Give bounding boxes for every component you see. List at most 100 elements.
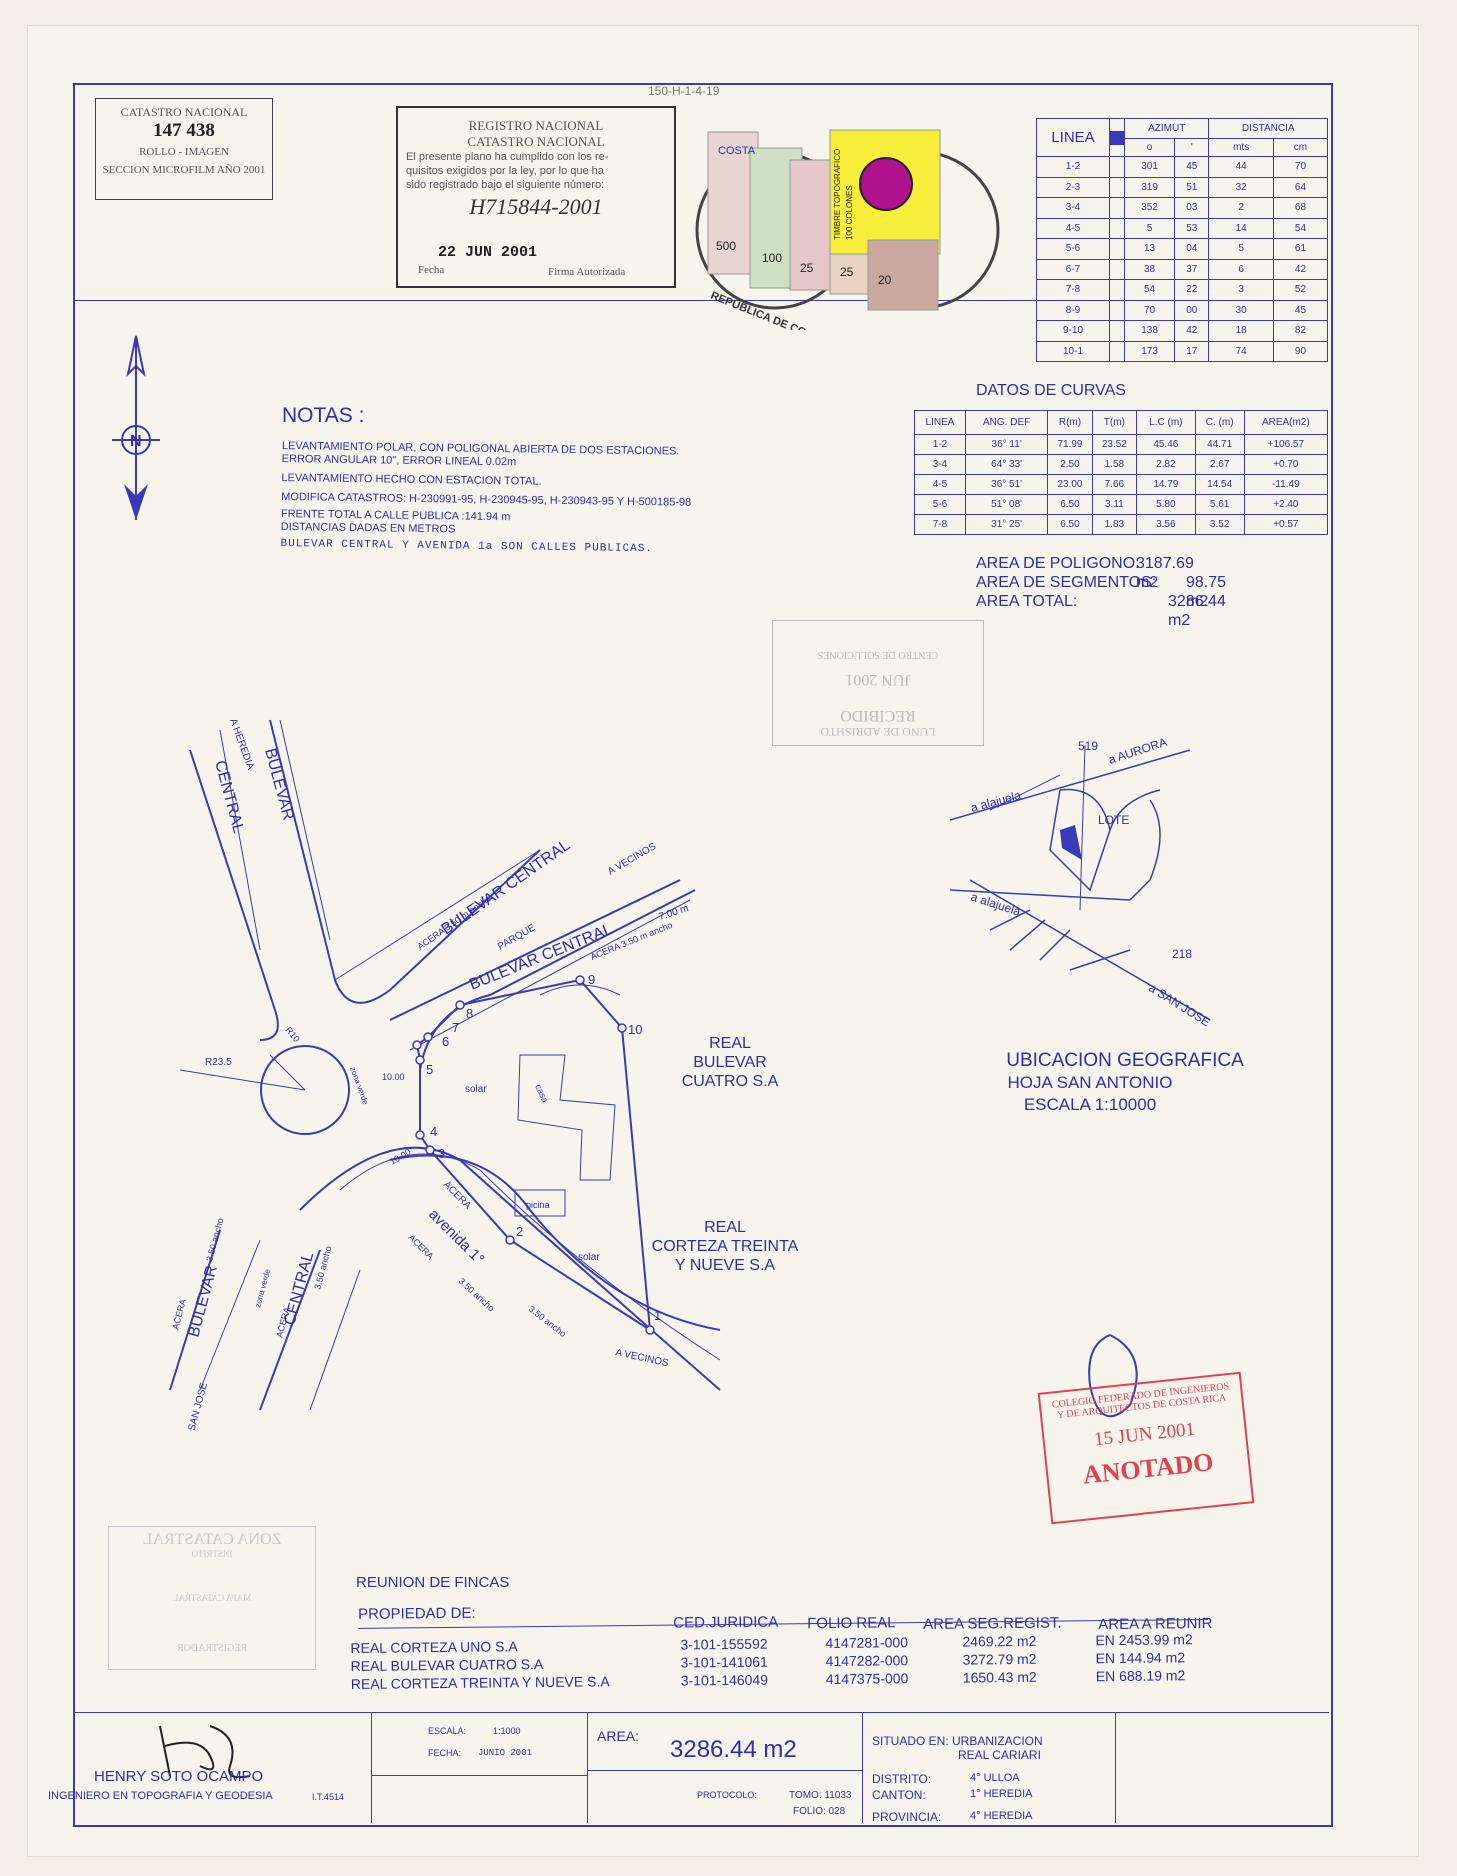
- azimut-cell: 32: [1208, 176, 1274, 198]
- reunion-cell-ced: 3-101-141061: [680, 1653, 768, 1671]
- road-label: 3.50 ancho: [457, 1276, 497, 1313]
- registro-text-line: quisitos exigidos por la ley, por lo que…: [406, 165, 604, 177]
- azimut-cell: 52: [1272, 279, 1329, 301]
- curvas-header: T(m): [1091, 410, 1138, 435]
- faint-stamp-line: JUN 2001: [845, 671, 911, 688]
- curvas-cell: 3.56: [1136, 514, 1196, 535]
- provincia-value: 4° HEREDIA: [970, 1810, 1033, 1822]
- areas-block: AREA DE POLIGONO:3187.69 m2 AREA DE SEGM…: [976, 554, 1226, 629]
- faint-stamp-line: CENTRO DE SOLUCIONES: [817, 649, 939, 660]
- radius-label: R23.5: [205, 1057, 232, 1068]
- roundabout: [260, 1045, 350, 1135]
- zona-catastral-stamp: ZONA CATASTRAL DISTRITO MAPA CATASTRAL R…: [108, 1526, 316, 1670]
- azimut-cell: 70: [1272, 156, 1329, 178]
- reunion-cell-folio: 4147281-000: [825, 1634, 909, 1652]
- azimut-cell: 10-1: [1036, 340, 1110, 362]
- pool-outline: [514, 1189, 566, 1217]
- reunion-cell-propiedad: REAL CORTEZA UNO S.A: [350, 1638, 518, 1656]
- curvas-cell: 5.80: [1136, 494, 1196, 515]
- curvas-cell: 14.54: [1194, 474, 1245, 495]
- catastro-stamp: CATASTRO NACIONAL 147 438 ROLLO - IMAGEN…: [95, 98, 273, 200]
- curvas-title: DATOS DE CURVAS: [976, 382, 1126, 399]
- point-label: 1: [654, 1308, 661, 1323]
- site-plan: 1 2 3 4 5 6 7 8 9 10 A HEREDIA BULEVAR C…: [169, 717, 721, 1430]
- azimut-cell: 42: [1272, 258, 1329, 280]
- map-label: a alajuela: [969, 788, 1023, 815]
- curvas-cell: +0.70: [1243, 454, 1329, 475]
- reunion-header: CED.JURIDICA: [673, 1613, 779, 1632]
- azimut-cell: 319: [1123, 176, 1176, 198]
- signature-loop: [1088, 1334, 1138, 1418]
- curvas-cell: 3.52: [1194, 514, 1245, 535]
- situado-label: SITUADO EN: URBANIZACION: [872, 1734, 1043, 1748]
- location-map: 519 a AURORA a alajuela LOTE a alajuela …: [950, 735, 1213, 1029]
- azimut-cell: 74: [1208, 340, 1274, 362]
- curvas-header: ANG. DEF: [964, 410, 1049, 435]
- azimut-header-cm: cm: [1272, 138, 1329, 157]
- registro-number: H715844-2001: [469, 194, 603, 219]
- stamp-value: 20: [878, 273, 892, 287]
- curvas-cell: 1.58: [1091, 454, 1138, 475]
- azimut-cell: 70: [1123, 299, 1176, 321]
- azimut-cell: 3: [1208, 279, 1274, 301]
- azimut-cell: 5-6: [1036, 238, 1110, 260]
- registro-title1: REGISTRO NACIONAL: [468, 118, 604, 133]
- drawing-frame: [73, 83, 1333, 1827]
- road-label: ACERA: [441, 1179, 473, 1211]
- area-label: casa: [533, 1083, 550, 1104]
- zona-title: ZONA CATASTRAL: [142, 1531, 282, 1548]
- road-label: A VECINOS: [614, 1347, 669, 1369]
- curvas-cell: 3-4: [914, 454, 966, 475]
- curvas-cell: 45.46: [1136, 434, 1196, 455]
- engineer-code: I.T.4514: [312, 1792, 345, 1802]
- azimut-cell: 173: [1123, 340, 1176, 362]
- reunion-cell-area-seg: 2469.22 m2: [962, 1632, 1037, 1650]
- azimut-header-deg: o: [1123, 138, 1176, 157]
- reunion-cell-area-seg: 1650.43 m2: [962, 1668, 1037, 1686]
- zona-sub2: MAPA CATASTRAL: [172, 1593, 252, 1603]
- azimut-cell-blank: [1109, 279, 1125, 301]
- azimut-cell-blank: [1109, 238, 1125, 260]
- azimut-cell: 14: [1208, 217, 1274, 239]
- reunion-header: PROPIEDAD DE:: [357, 1604, 476, 1623]
- distrito-label: DISTRITO:: [872, 1772, 932, 1786]
- azimut-cell: 64: [1272, 176, 1329, 198]
- azimut-cell: 5: [1123, 217, 1176, 239]
- stamp-timbre-value: 100 COLONES: [845, 185, 854, 240]
- point-label: 2: [516, 1224, 523, 1239]
- azimut-cell: 18: [1208, 320, 1274, 342]
- neighbor-line: CUATRO S.A: [681, 1073, 779, 1090]
- ubicacion-title: UBICACION GEOGRAFICA: [1006, 1050, 1244, 1071]
- zona-sub: DISTRITO: [191, 1549, 233, 1559]
- azimut-cell: 4-5: [1036, 217, 1110, 239]
- title-block-top: [73, 1712, 1329, 1713]
- registro-date: 22 JUN 2001: [438, 244, 538, 261]
- curvas-header: R(m): [1047, 410, 1093, 435]
- engineer-signature: [159, 1725, 251, 1779]
- azimut-cell: 54: [1123, 279, 1176, 301]
- curvas-cell: 31° 25': [964, 514, 1049, 535]
- azimut-cell: 6-7: [1036, 258, 1110, 280]
- azimut-cell: 17: [1174, 340, 1210, 362]
- area-label: picina: [526, 1200, 550, 1210]
- point-label: 8: [466, 1006, 473, 1021]
- azimut-cell: 45: [1174, 156, 1210, 178]
- curvas-cell: 5-6: [914, 494, 966, 515]
- curvas-cell: +2.40: [1243, 494, 1329, 515]
- azimut-header-min: ': [1174, 138, 1210, 157]
- azimut-cell: 42: [1174, 320, 1210, 342]
- road-label: ACERA: [407, 1232, 436, 1261]
- point-label: 3: [438, 1146, 445, 1161]
- notas-title: NOTAS :: [282, 404, 365, 427]
- map-label: 519: [1078, 739, 1098, 753]
- reunion-header: AREA A REUNIR: [1098, 1614, 1213, 1634]
- curvas-cell: +106.57: [1243, 434, 1329, 455]
- curvas-cell: 6.50: [1047, 494, 1093, 515]
